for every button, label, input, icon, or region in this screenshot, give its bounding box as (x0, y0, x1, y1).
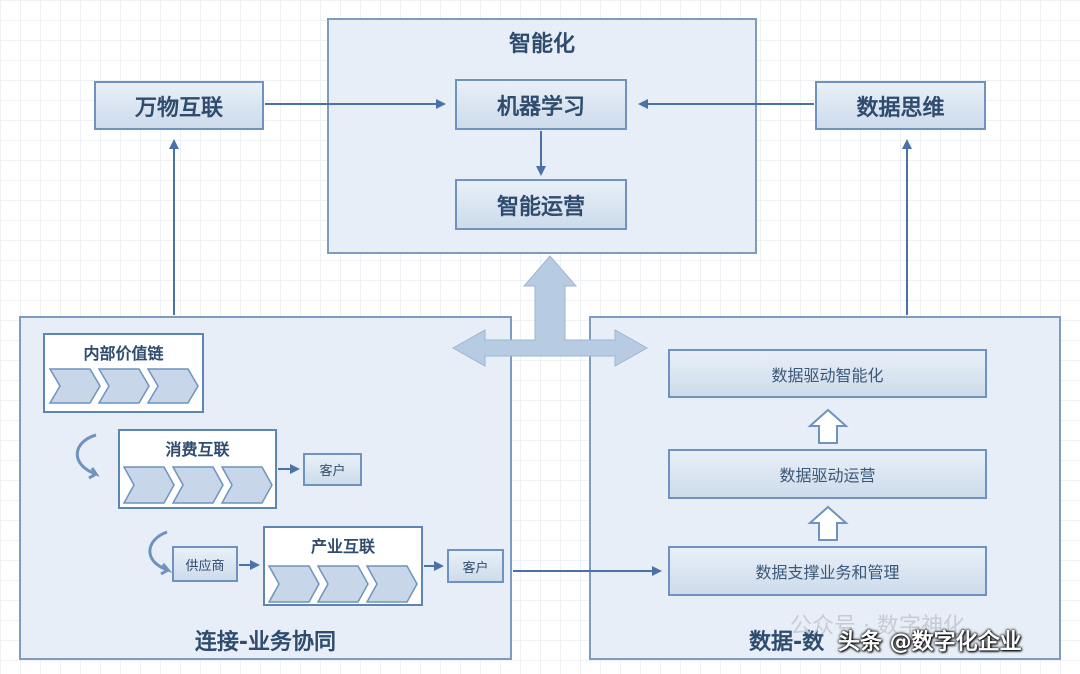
data-driven-intelligence-box: 数据驱动智能化 (668, 349, 987, 398)
machine-learning-box: 机器学习 (455, 79, 627, 130)
consumer-internet-label: 消费互联 (165, 440, 230, 459)
chevron (267, 565, 320, 603)
curved-arrow-2 (148, 530, 173, 576)
chevron (365, 565, 418, 603)
value-chain-chevrons (48, 368, 199, 404)
chevron (316, 565, 369, 603)
smart-operation-box: 智能运营 (455, 179, 627, 230)
four-way-arrow (451, 255, 649, 367)
chevron (48, 368, 101, 404)
data-thinking-box: 数据思维 (815, 81, 986, 130)
industrial-chevrons (267, 565, 418, 603)
chevron (171, 466, 224, 504)
toutiao-watermark: 头条 @数字化企业 (838, 630, 1022, 655)
data-panel-title: 数据-数 (749, 630, 825, 655)
up-arrow-1 (807, 408, 849, 444)
consumer-chevrons (122, 466, 273, 504)
chevron (146, 368, 199, 404)
data-driven-operation-box: 数据驱动运营 (668, 449, 987, 499)
chevron (97, 368, 150, 404)
business-collaboration-title: 连接-业务协同 (194, 630, 337, 655)
industrial-internet-label: 产业互联 (310, 537, 375, 556)
chevron (220, 466, 273, 504)
up-arrow-2 (807, 505, 849, 541)
internal-value-chain-label: 内部价值链 (83, 344, 164, 363)
data-support-box: 数据支撑业务和管理 (668, 546, 987, 596)
wechat-watermark: 公众号 · 数字神化 (790, 614, 965, 639)
supplier-box: 供应商 (172, 546, 238, 582)
iot-box: 万物互联 (94, 81, 264, 130)
customer-box-1: 客户 (303, 453, 362, 486)
customer-box-2: 客户 (447, 549, 504, 583)
curved-arrow-1 (75, 433, 100, 480)
chevron (122, 466, 175, 504)
intelligence-panel-title: 智能化 (508, 32, 575, 57)
